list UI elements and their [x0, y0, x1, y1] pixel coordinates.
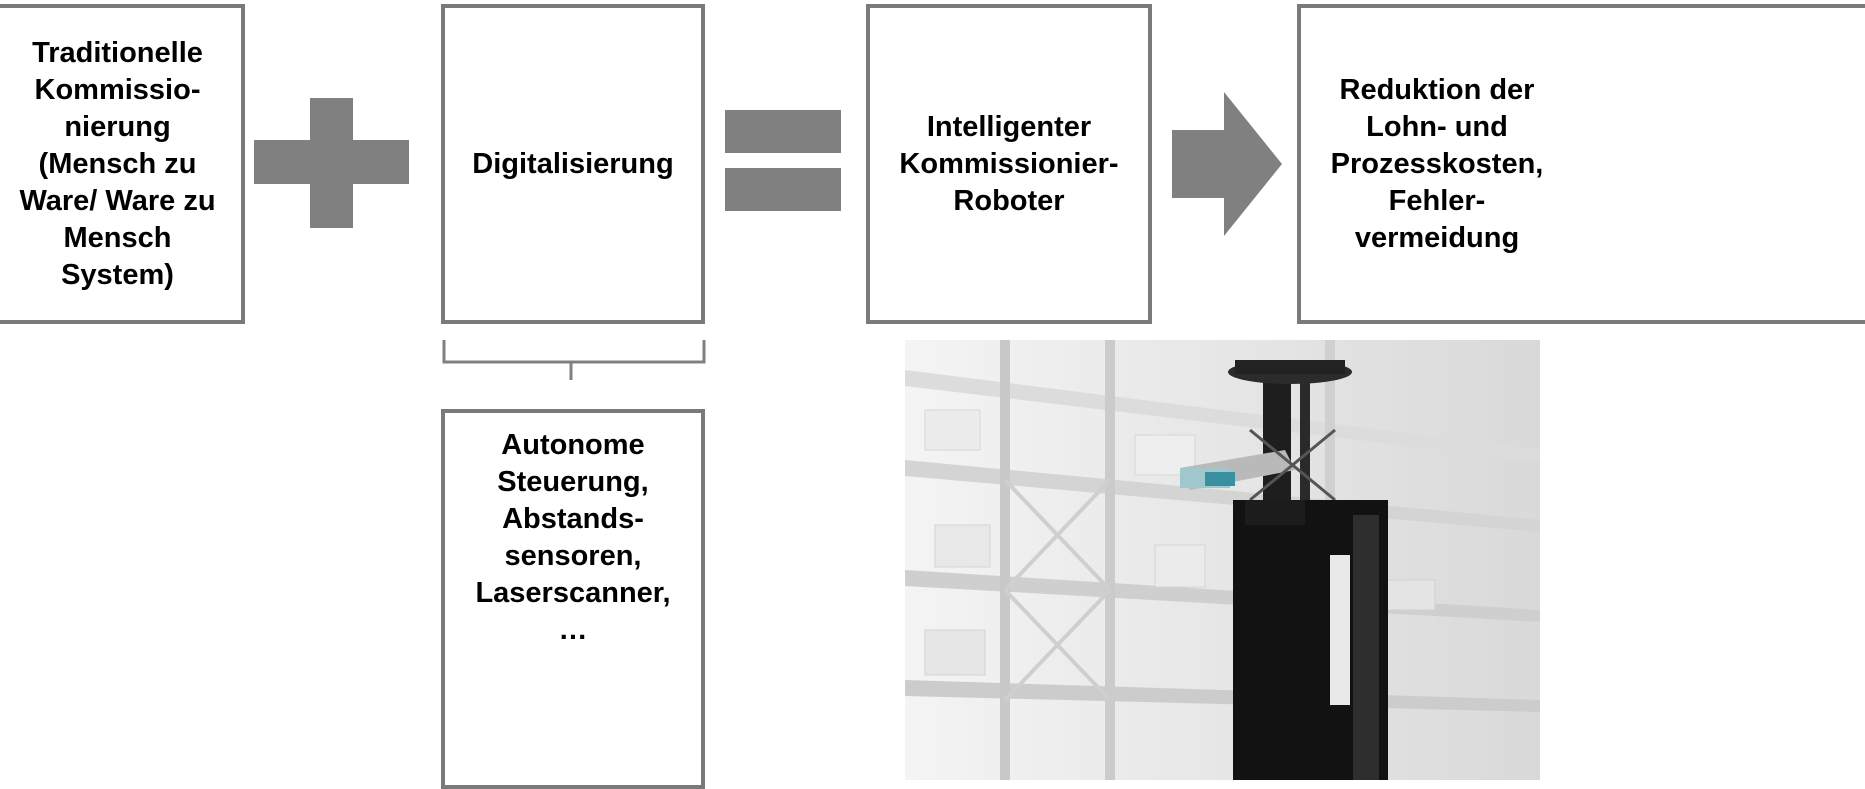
- digitalization-box: Digitalisierung: [441, 4, 705, 324]
- robot-photo: [905, 340, 1540, 780]
- result-box: Reduktion der Lohn- und Prozesskosten, F…: [1297, 4, 1865, 324]
- result-text: Reduktion der Lohn- und Prozesskosten, F…: [1330, 73, 1544, 254]
- traditional-picking-text: Traditionelle Kommissio- nierung (Mensch…: [19, 36, 216, 291]
- traditional-picking-box: Traditionelle Kommissio- nierung (Mensch…: [0, 4, 245, 324]
- technologies-box: Autonome Steuerung, Abstands- sensoren, …: [441, 409, 705, 789]
- robot-box: Intelligenter Kommissionier- Roboter: [866, 4, 1152, 324]
- arrow-right-icon: [1172, 92, 1282, 236]
- technologies-text: Autonome Steuerung, Abstands- sensoren, …: [475, 429, 671, 646]
- robot-text: Intelligenter Kommissionier- Roboter: [899, 110, 1119, 217]
- digitalization-text: Digitalisierung: [472, 147, 674, 180]
- brace-icon: [442, 340, 706, 380]
